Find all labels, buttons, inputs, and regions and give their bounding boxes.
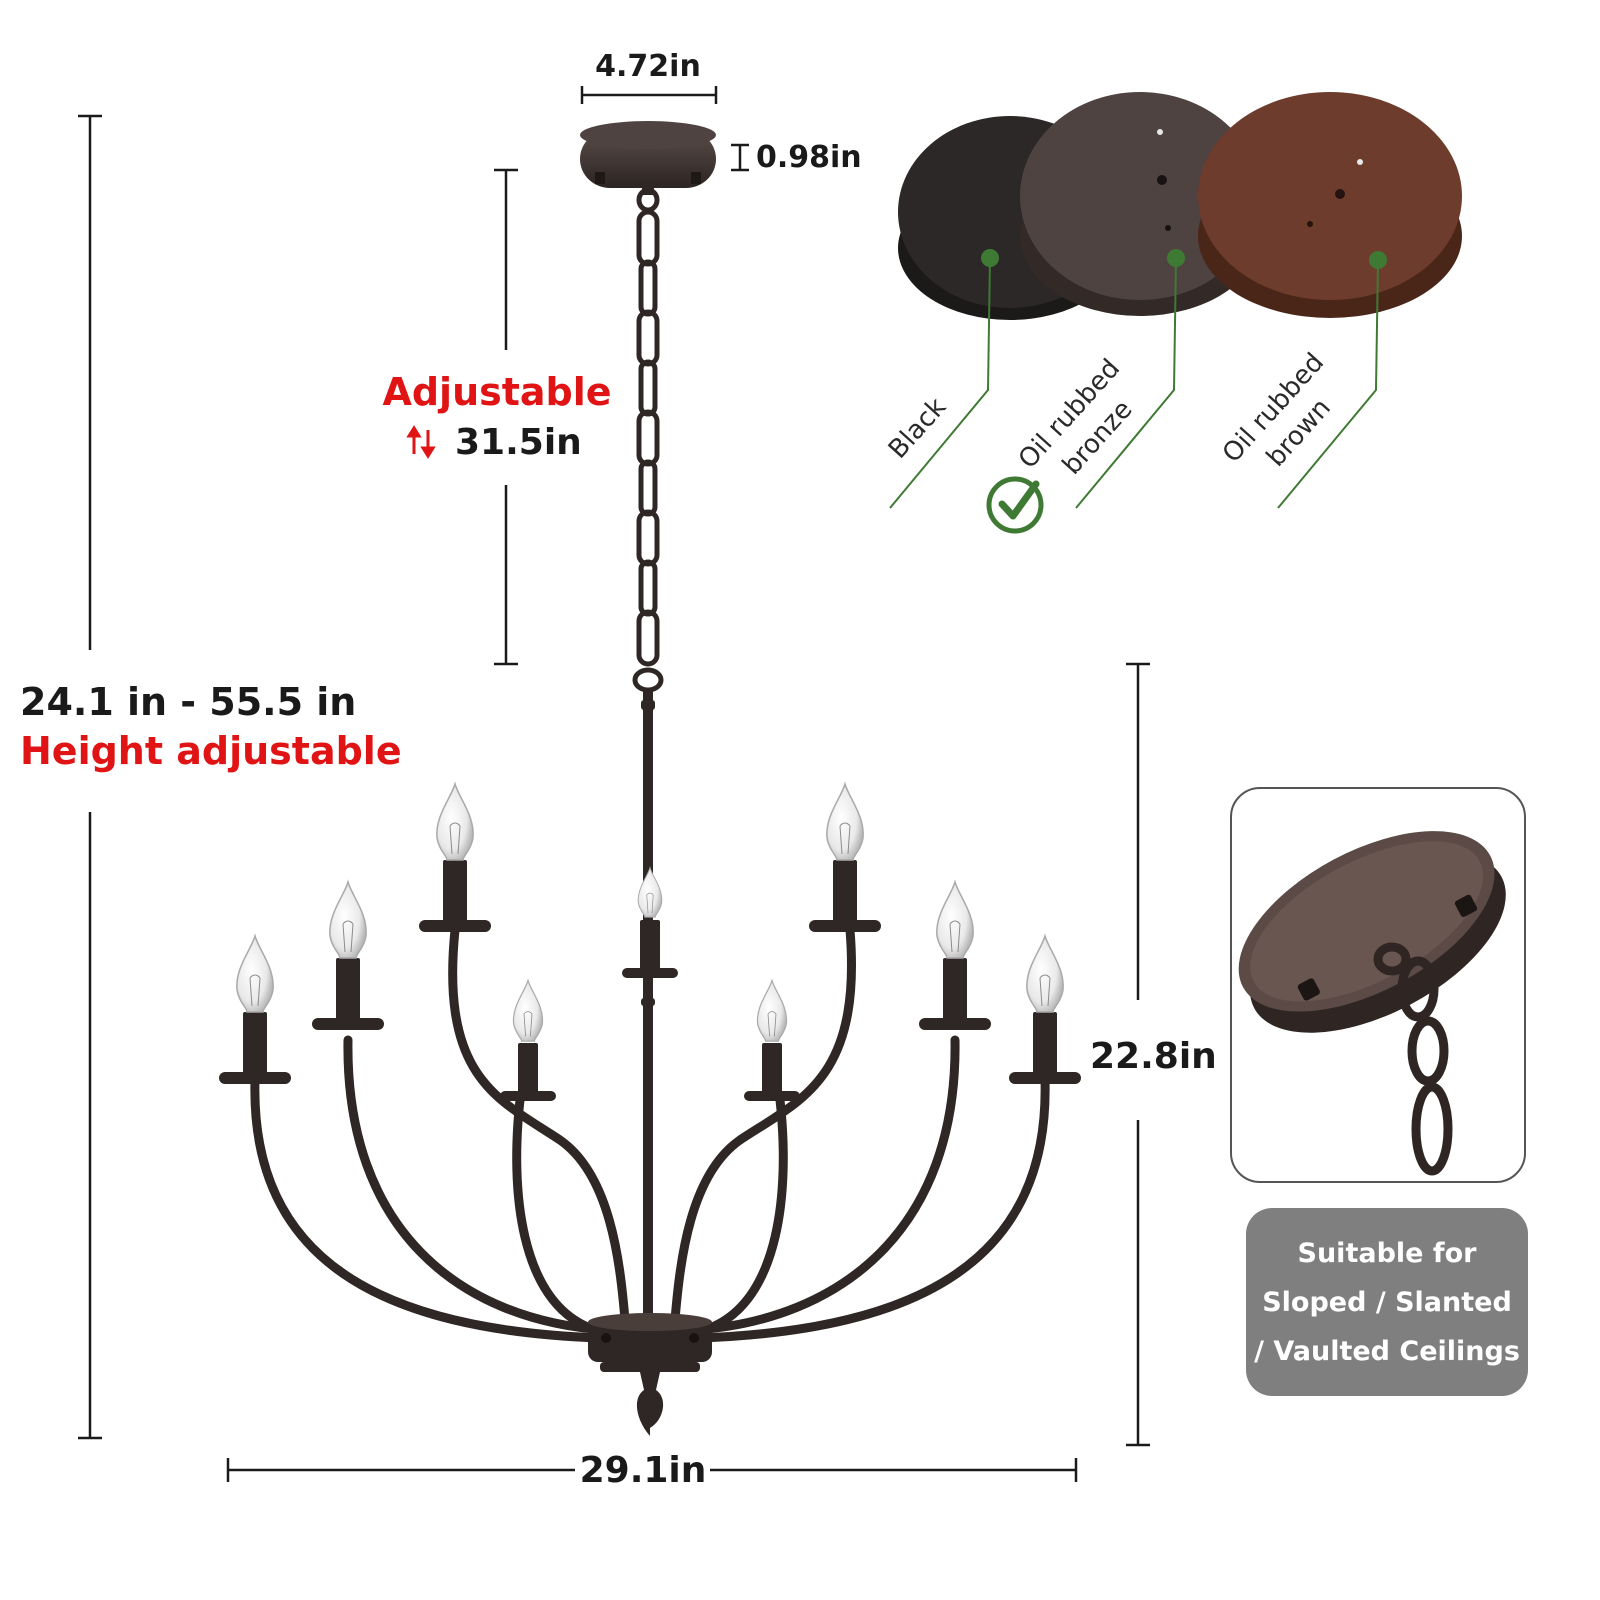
badge-line-1: Suitable for <box>1297 1237 1477 1269</box>
badge-line-3: / Vaulted Ceilings <box>1254 1335 1520 1367</box>
canopy-width-label: 4.72in <box>595 49 701 84</box>
sloped-ceiling-badge: Suitable for Sloped / Slanted / Vaulted … <box>1246 1208 1528 1396</box>
body-width-label: 29.1in <box>580 1450 707 1491</box>
body-width-dimension: 29.1in <box>226 1450 1078 1491</box>
selected-check-icon <box>986 476 1044 534</box>
badge-line-2: Sloped / Slanted <box>1262 1286 1512 1318</box>
chain <box>632 187 664 693</box>
canopy-height-dimension: 0.98in <box>731 140 862 175</box>
height-adjustable-label: Height adjustable <box>20 729 402 773</box>
canopy-width-dimension: 4.72in <box>580 49 718 104</box>
canopy-height-label: 0.98in <box>756 140 862 175</box>
chandelier-illustration <box>219 121 1081 1436</box>
body-height-dimension: 22.8in <box>1090 662 1217 1447</box>
canopy-closeup <box>1238 831 1506 1176</box>
updown-arrow-icon <box>406 425 436 459</box>
swatch-label-black: Black <box>883 392 952 464</box>
chain-length-dimension: Adjustable 31.5in <box>382 168 612 666</box>
adjustable-label: Adjustable <box>382 370 611 414</box>
body-height-label: 22.8in <box>1090 1036 1217 1077</box>
swatch-leader-lines <box>889 257 1379 509</box>
finish-swatches: Black Oil rubbed bronze Oil rubbed brown <box>883 92 1462 534</box>
swatch-oil-rubbed-brown[interactable] <box>1198 92 1462 318</box>
sloped-ceiling-detail-inset <box>1230 787 1526 1183</box>
chain-length-label: 31.5in <box>455 422 582 463</box>
arms <box>250 925 1050 1343</box>
total-height-range: 24.1 in - 55.5 in <box>20 680 356 724</box>
center-hub <box>588 1313 712 1436</box>
total-height-dimension: 24.1 in - 55.5 in Height adjustable <box>20 114 402 1440</box>
canopy <box>580 121 716 195</box>
